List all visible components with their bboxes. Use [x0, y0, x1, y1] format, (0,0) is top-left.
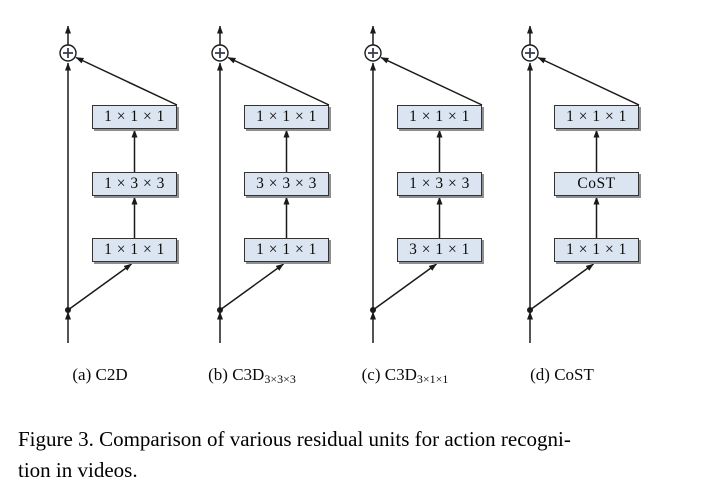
input-branch-arrow	[219, 263, 284, 311]
unit-caption-subscript: 3×1×1	[416, 372, 449, 386]
input-branch-arrow	[372, 263, 437, 311]
unit-caption-main: (d) CoST	[530, 365, 594, 384]
conv-box-middle: 1 × 3 × 3	[397, 172, 482, 196]
conv-box-top: 1 × 1 × 1	[397, 105, 482, 129]
plus-icon	[63, 48, 73, 58]
junction-dot	[217, 307, 223, 313]
conv-box-top: 1 × 1 × 1	[554, 105, 639, 129]
unit-wiring-diagram	[364, 25, 483, 343]
plus-icon	[525, 48, 535, 58]
conv-box-bottom: 1 × 1 × 1	[554, 238, 639, 262]
conv-box-bottom: 3 × 1 × 1	[397, 238, 482, 262]
unit-wiring-diagram	[59, 25, 178, 343]
residual-unit-c3d-3x1x1: 1 × 1 × 1 1 × 3 × 3 3 × 1 × 1 (c) C3D3×1…	[325, 15, 495, 395]
unit-wiring-diagram	[521, 25, 640, 343]
junction-dot	[527, 307, 533, 313]
junction-dot	[370, 307, 376, 313]
conv-box-middle: 1 × 3 × 3	[92, 172, 177, 196]
input-branch-arrow	[529, 263, 594, 311]
conv-box-top: 1 × 1 × 1	[92, 105, 177, 129]
residual-unit-c2d: 1 × 1 × 1 1 × 3 × 3 1 × 1 × 1 (a) C2D	[20, 15, 190, 395]
residual-to-add-arrow	[75, 56, 178, 106]
input-branch-arrow	[67, 263, 132, 311]
caption-line-1: Figure 3. Comparison of various residual…	[18, 427, 571, 451]
residual-unit-cost: 1 × 1 × 1 CoST 1 × 1 × 1 (d) CoST	[482, 15, 652, 395]
figure-caption: Figure 3. Comparison of various residual…	[18, 424, 698, 485]
junction-dot	[65, 307, 71, 313]
unit-caption-subscript: 3×3×3	[264, 372, 296, 386]
unit-caption: (b) C3D3×3×3	[172, 365, 332, 387]
unit-caption-main: (a) C2D	[72, 365, 128, 384]
residual-to-add-arrow	[537, 56, 640, 106]
unit-caption-main: (c) C3D	[361, 365, 417, 384]
unit-caption-main: (b) C3D	[208, 365, 265, 384]
caption-line-2: tion in videos.	[18, 457, 138, 482]
unit-wiring-diagram	[211, 25, 330, 343]
conv-box-bottom: 1 × 1 × 1	[244, 238, 329, 262]
residual-to-add-arrow	[227, 56, 330, 106]
plus-icon	[368, 48, 378, 58]
residual-to-add-arrow	[380, 56, 483, 106]
unit-caption: (d) CoST	[482, 365, 642, 387]
conv-box-middle: 3 × 3 × 3	[244, 172, 329, 196]
conv-box-bottom: 1 × 1 × 1	[92, 238, 177, 262]
plus-icon	[215, 48, 225, 58]
residual-unit-c3d-3x3x3: 1 × 1 × 1 3 × 3 × 3 1 × 1 × 1 (b) C3D3×3…	[172, 15, 342, 395]
unit-caption: (a) C2D	[20, 365, 180, 387]
conv-box-top: 1 × 1 × 1	[244, 105, 329, 129]
conv-box-middle: CoST	[554, 172, 639, 196]
unit-caption: (c) C3D3×1×1	[325, 365, 485, 387]
